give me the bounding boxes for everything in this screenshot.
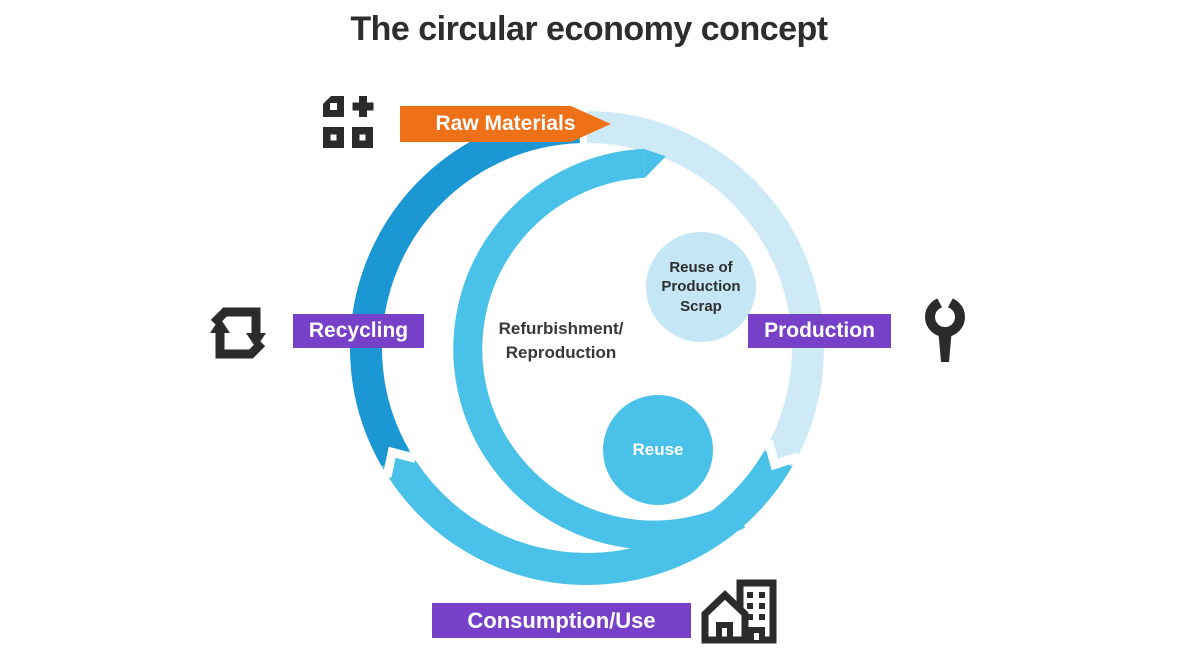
arc-inner-refurbishment-loop <box>453 148 745 550</box>
recycling-label: Recycling <box>293 314 424 348</box>
raw-materials-label: Raw Materials <box>435 112 576 135</box>
page-title: The circular economy concept <box>350 10 828 48</box>
arc-raw-to-production <box>586 111 824 467</box>
inner-loop-arrow-tip <box>643 148 666 178</box>
reuse-of-production-scrap-bubble: Reuse of Production Scrap <box>646 232 756 342</box>
recycle-arrows-icon <box>210 307 266 359</box>
building-blocks-plus-icon <box>323 96 374 148</box>
reuse-bubble: Reuse <box>603 395 713 505</box>
production-label: Production <box>748 314 891 348</box>
house-and-building-icon <box>701 579 777 644</box>
wrench-icon <box>925 296 965 362</box>
raw-materials-banner: Raw Materials <box>400 106 611 142</box>
chevron-separator-production-icon <box>764 440 801 471</box>
refurbishment-reproduction-caption: Refurbishment/ Reproduction <box>498 319 624 362</box>
chevron-separator-recycling-icon <box>382 446 417 478</box>
consumption-use-label: Consumption/Use <box>432 603 691 638</box>
